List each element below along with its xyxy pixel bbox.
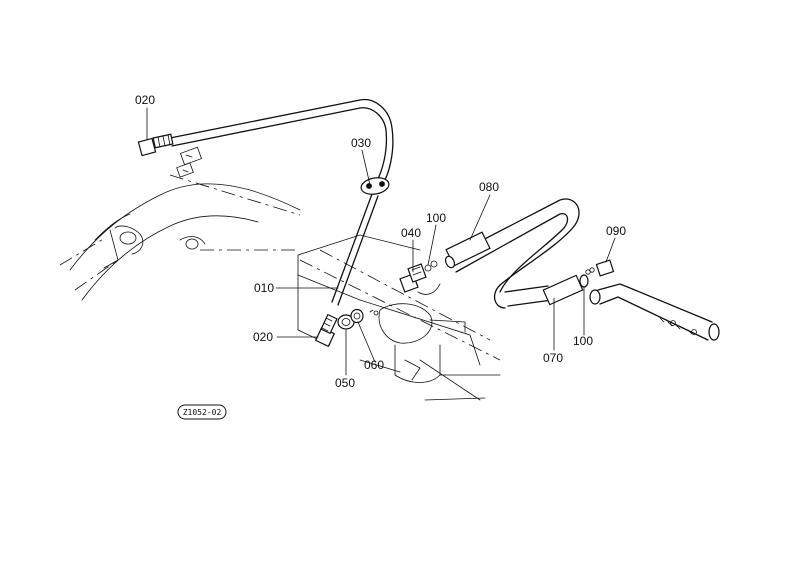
washer-050 [337, 314, 355, 330]
drawing-number-stamp: Z1052-02 [177, 404, 227, 420]
clamp-030 [360, 177, 390, 195]
callout-070: 070 [543, 351, 563, 365]
callout-090: 090 [606, 224, 626, 238]
elbow-090 [585, 259, 615, 277]
callout-020-top: 020 [135, 93, 155, 107]
fitting-020-bottom [314, 313, 338, 348]
nut-small-detail [176, 146, 203, 178]
callout-050: 050 [335, 376, 355, 390]
pipe-diagonal-010 [331, 193, 379, 306]
hose-080 [444, 198, 580, 309]
clip-100-right [579, 274, 589, 288]
hose-070 [504, 274, 584, 307]
pipe-top-long [169, 98, 394, 189]
callout-010: 010 [254, 281, 274, 295]
pipe-right-090 [589, 283, 720, 341]
callout-100-right: 100 [573, 334, 593, 348]
drawing-number-text: Z1052-02 [183, 408, 222, 417]
callout-030: 030 [351, 136, 371, 150]
fitting-020-top [137, 133, 174, 157]
callout-080: 080 [479, 180, 499, 194]
tractor-frame-outline [59, 174, 501, 401]
callout-040: 040 [401, 226, 421, 240]
fitting-040 [399, 260, 441, 295]
callout-060: 060 [364, 358, 384, 372]
washer-060 [350, 308, 379, 324]
leader-lines [146, 107, 616, 376]
callout-100-mid: 100 [426, 211, 446, 225]
callout-020-bottom: 020 [253, 330, 273, 344]
